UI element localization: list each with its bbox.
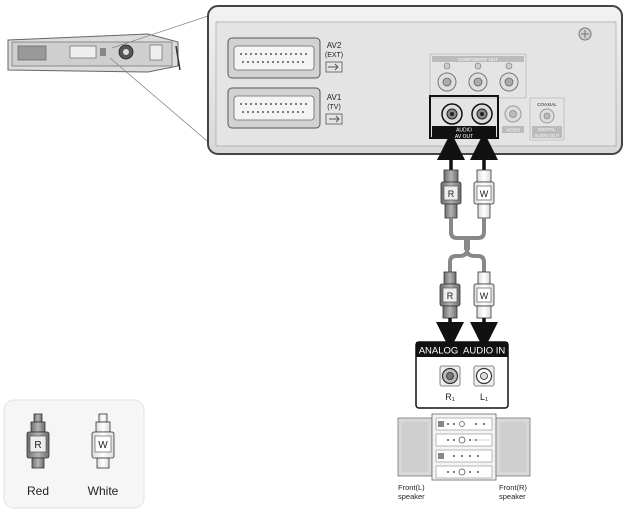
lower-white-plug: W [473, 271, 495, 319]
video-out-jack: VIDEO [502, 105, 524, 133]
front-right-speaker-label-line1: Front(R) [499, 483, 527, 492]
mini-stereo-system: Front(L) speaker Front(R) speaker [397, 413, 531, 501]
component-out-group: COMPONENT OUT [429, 53, 527, 99]
stereo-unit [431, 413, 497, 481]
lower-red-plug: R [439, 271, 461, 319]
amplifier-input-panel: ANALOG AUDIO IN R₁ L₁ [415, 341, 509, 409]
right-jack-label: R₁ [445, 392, 455, 402]
component-jack-pb [468, 62, 488, 92]
legend-red-caption: Red [27, 484, 49, 498]
left-jack-label: L₁ [480, 392, 488, 402]
legend-red-plug-letter: R [34, 440, 41, 451]
zoom-guide-lines [109, 11, 221, 153]
back-panel: AV2 (EXT) AV1 (TV) COMPONENT OUT [207, 5, 623, 155]
amplifier-jack-right[interactable] [439, 365, 461, 387]
scart-av2-connector [227, 37, 321, 79]
audio-out-label: AUDIO OUT [534, 133, 559, 138]
plug-color-legend: R W Red White [3, 399, 145, 509]
output-arrow-icon [325, 113, 343, 125]
scart-av1-label-line1: AV1 [327, 93, 342, 102]
coaxial-label: COAXIAL [537, 102, 557, 107]
front-left-speaker-label-line1: Front(L) [398, 483, 425, 492]
audio-cable: R W R W [436, 132, 498, 350]
component-out-label: COMPONENT OUT [458, 57, 498, 62]
component-jack-y [437, 62, 457, 92]
scart-av1-label-line2: (TV) [327, 104, 341, 111]
analog-audio-in-header: ANALOG AUDIO IN [419, 346, 506, 357]
upper-white-plug: W [473, 169, 495, 219]
upper-white-plug-letter: W [480, 189, 489, 199]
audio-label: AUDIO [456, 128, 472, 134]
legend-white-caption: White [88, 484, 119, 498]
digital-label: DIGITAL [538, 127, 556, 132]
dvd-player-thumbnail [7, 33, 181, 73]
scart-av2-label-line2: (EXT) [325, 52, 343, 59]
front-left-speaker-label-line2: speaker [398, 492, 425, 501]
amplifier-jack-left[interactable] [473, 365, 495, 387]
audio-out-jack-left[interactable] [471, 103, 493, 125]
scart-av1-connector [227, 87, 321, 129]
av-out-label: AV OUT [455, 134, 473, 140]
coaxial-digital-out: COAXIAL DIGITAL AUDIO OUT [529, 97, 565, 141]
front-right-speaker [495, 417, 531, 477]
input-arrow-icon [325, 61, 343, 73]
upper-red-plug-letter: R [448, 189, 455, 199]
legend-white-plug: W [91, 413, 115, 469]
front-right-speaker-label-line2: speaker [499, 492, 526, 501]
audio-out-jack-right[interactable] [441, 103, 463, 125]
lower-white-plug-letter: W [480, 291, 489, 301]
lower-red-plug-letter: R [447, 291, 454, 301]
component-jack-pr [499, 62, 519, 92]
video-label: VIDEO [506, 128, 521, 133]
legend-red-plug: R [26, 413, 50, 469]
upper-red-plug: R [440, 169, 462, 219]
front-left-speaker [397, 417, 433, 477]
legend-white-plug-letter: W [98, 440, 108, 451]
scart-av2-label-line1: AV2 [327, 41, 342, 50]
